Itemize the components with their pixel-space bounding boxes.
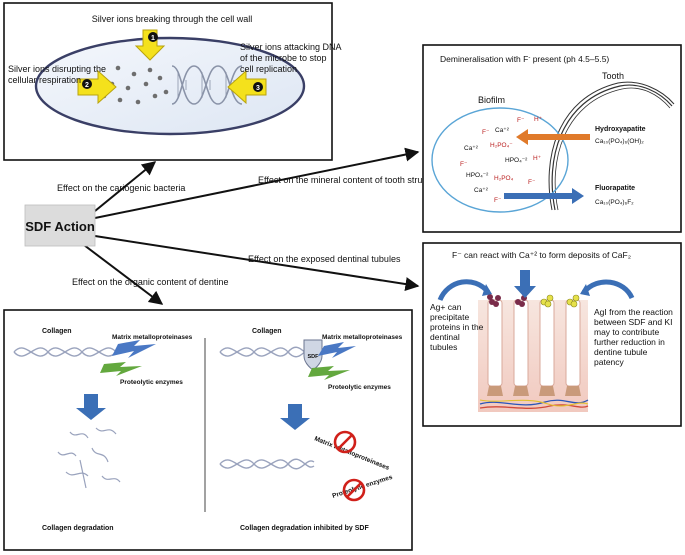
agi-arrowhead-icon [580, 284, 590, 296]
agi-label-4: further reduction in [594, 337, 665, 347]
dna-arrow-icon: 3 [227, 69, 267, 105]
hydroxyapatite-arrow-icon [516, 129, 590, 145]
respiration-arrow-icon: 2 [77, 69, 117, 105]
sdf-action-node: SDF Action [24, 204, 96, 247]
ag-label-1: Ag+ can [430, 302, 462, 312]
respiration-label-1: Silver ions disrupting the [8, 64, 106, 74]
dna-label-1: Silver ions attacking DNA [240, 42, 342, 52]
intact-collagen-icon [219, 458, 315, 470]
svg-text:F⁻: F⁻ [460, 161, 468, 168]
badge-1: 1 [151, 35, 155, 42]
svg-text:Ca⁺²: Ca⁺² [495, 127, 510, 134]
mineral-panel: Demineralisation with F- present (ph 4.5… [422, 44, 682, 233]
ag-label-4: dentinal [430, 332, 460, 342]
fluorapatite-label: Fluorapatite [595, 185, 635, 192]
edge-organic-label: Effect on the organic content of dentine [72, 277, 228, 287]
caf2-down-arrow-icon [514, 270, 536, 298]
wall-arrow-icon: 1 [134, 29, 166, 61]
sdf-shield-label: SDF [308, 354, 320, 360]
left-caption: Collagen degradation [42, 525, 114, 532]
svg-text:HPO₄⁻²: HPO₄⁻² [466, 172, 489, 179]
badge-2: 2 [85, 82, 89, 89]
ion-labels: F⁻ Ca⁺² F⁻ H⁺ Ca⁺² H₂PO₄⁻ HPO₄⁻² H⁺ F⁻ H… [460, 116, 543, 204]
tubule-title: F⁻ can react with Ca⁺² to form deposits … [452, 250, 631, 260]
mineral-title: Demineralisation with F- present (ph 4.5… [440, 54, 609, 64]
svg-text:F⁻: F⁻ [494, 197, 502, 204]
left-down-arrow-icon [76, 394, 106, 420]
wall-label: Silver ions breaking through the cell wa… [92, 14, 253, 24]
biofilm-label: Biofilm [478, 95, 505, 105]
left-collagen-label: Collagen [42, 328, 72, 335]
svg-text:H₂PO₄⁻: H₂PO₄⁻ [490, 142, 513, 149]
ag-arrowhead-icon [482, 284, 492, 296]
svg-text:H₂PO₄: H₂PO₄ [494, 175, 514, 182]
fluorapatite-arrow-icon [504, 188, 584, 204]
right-enzyme-lightning-icon [308, 366, 350, 380]
badge-3: 3 [256, 85, 260, 92]
svg-text:F⁻: F⁻ [528, 179, 536, 186]
ag-label-2: precipitate [430, 312, 469, 322]
left-mmp-lightning-icon [112, 340, 156, 358]
right-down-arrow-icon [280, 404, 310, 430]
agi-label-1: AgI from the reaction [594, 307, 673, 317]
left-enzyme-lightning-icon [100, 362, 142, 376]
no-mmp-icon [333, 430, 357, 454]
right-collagen-icon [219, 346, 313, 358]
agi-curved-arrow-icon [582, 279, 635, 300]
ag-label-5: tubules [430, 342, 457, 352]
agi-label-5: dentine tubule [594, 347, 648, 357]
svg-text:F⁻: F⁻ [482, 129, 490, 136]
agi-label-2: between SDF and KI [594, 317, 672, 327]
organic-panel: Collagen Matrix metalloproteinases Prote… [3, 309, 413, 551]
svg-text:F⁻: F⁻ [517, 117, 525, 124]
svg-text:H⁺: H⁺ [534, 116, 543, 123]
left-collagen-icon [13, 347, 117, 357]
degraded-collagen-icon [57, 427, 121, 489]
left-mmp-label: Matrix metalloproteinases [112, 334, 193, 341]
respiration-label-2: cellular respiration [8, 75, 81, 85]
no-enzymes-icon [342, 478, 366, 502]
connectors [79, 147, 420, 305]
hydroxyapatite-label: Hydroxyapatite [595, 126, 646, 133]
dna-label-3: cell replication [240, 64, 297, 74]
svg-text:H⁺: H⁺ [533, 155, 542, 162]
fluorapatite-formula: Ca₁₀(PO₄)₆F₂ [595, 199, 634, 206]
bacterial-cell [34, 36, 306, 136]
edge-bacteria-label: Effect on the cariogenic bacteria [57, 183, 185, 193]
right-collagen-label: Collagen [252, 328, 282, 335]
right-mmp-label: Matrix metalloproteinases [322, 334, 403, 341]
tooth-label: Tooth [602, 71, 624, 81]
svg-text:Ca⁺²: Ca⁺² [474, 187, 489, 194]
svg-text:Ca⁺²: Ca⁺² [464, 145, 479, 152]
bacteria-panel: 1 2 3 Silver ions breaking through the c… [3, 2, 342, 161]
dentin-tubules-illustration [478, 294, 589, 412]
agi-label-3: may to contribute [594, 327, 659, 337]
sdf-action-label: SDF Action [25, 219, 95, 234]
ag-curved-arrow-icon [437, 279, 490, 302]
left-enzymes-label: Proteolytic enzymes [120, 379, 183, 386]
right-enzymes-label: Proteolytic enzymes [328, 384, 391, 391]
biofilm-area [431, 107, 569, 213]
agi-label-6: patency [594, 357, 625, 367]
edge-tubules-label: Effect on the exposed dentinal tubules [248, 254, 401, 264]
right-mmp-lightning-icon [318, 342, 356, 358]
ag-label-3: proteins in the [430, 322, 484, 332]
right-caption: Collagen degradation inhibited by SDF [240, 525, 369, 532]
tubule-panel: F⁻ can react with Ca⁺² to form deposits … [422, 242, 682, 427]
tooth-icon [548, 81, 675, 211]
edge-mineral-label: Effect on the mineral content of tooth s… [258, 175, 442, 185]
hydroxyapatite-formula: Ca₁₀(PO₄)₆(OH)₂ [595, 138, 644, 145]
svg-text:HPO₄⁻²: HPO₄⁻² [505, 157, 528, 164]
dna-label-2: of the microbe to stop [240, 53, 327, 63]
